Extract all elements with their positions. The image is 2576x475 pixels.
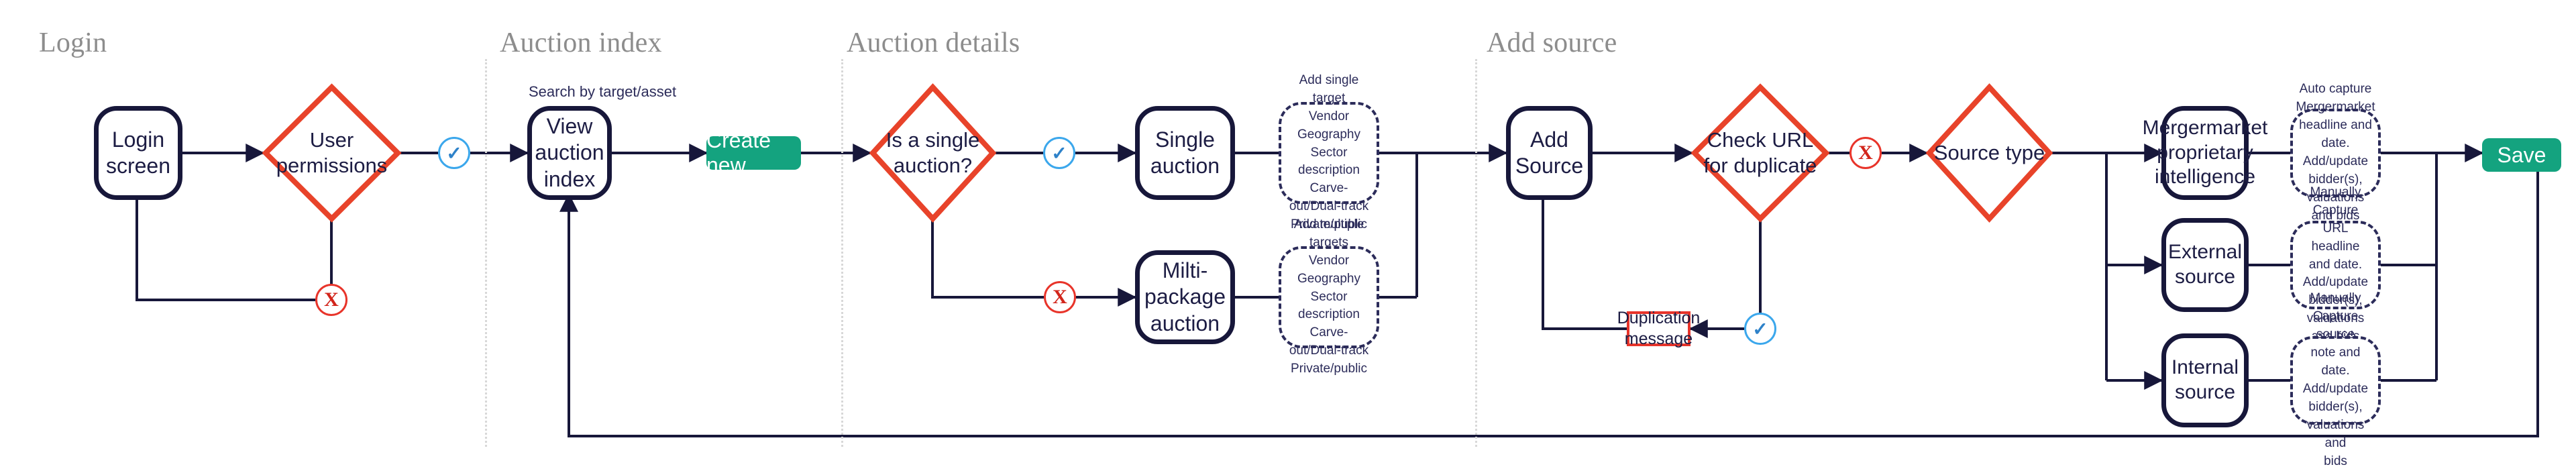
node-multi-package-auction[interactable]: Milti-package auction bbox=[1135, 250, 1235, 344]
note-mergermarket-capture: Auto capture Mergermarket headline and d… bbox=[2290, 82, 2381, 223]
badge-duplicate-yes: ✓ bbox=[1744, 313, 1776, 345]
note-multi-target-fields: Add multiple targets Vendor Geography Se… bbox=[1279, 217, 1379, 376]
lane-title-login: Login bbox=[39, 28, 107, 58]
badge-single-yes: ✓ bbox=[1043, 137, 1075, 169]
note-single-target-fields: Add single target Vendor Geography Secto… bbox=[1279, 73, 1379, 231]
decision-source-type[interactable]: Source type bbox=[1925, 83, 2053, 223]
node-add-source[interactable]: Add Source bbox=[1506, 106, 1593, 200]
badge-duplicate-no: X bbox=[1849, 137, 1882, 169]
lane-title-auction-details: Auction details bbox=[847, 28, 1020, 58]
save-button[interactable]: Save bbox=[2482, 138, 2561, 172]
node-internal-source[interactable]: Internal source bbox=[2161, 333, 2249, 427]
node-login-screen[interactable]: Login screen bbox=[94, 106, 182, 200]
decision-user-permissions[interactable]: User permissions bbox=[262, 83, 402, 223]
decision-check-url-duplicate[interactable]: Check URL for duplicate bbox=[1690, 83, 1830, 223]
badge-permissions-no: X bbox=[315, 284, 347, 316]
search-hint: Search by target/asset bbox=[529, 83, 677, 100]
alert-duplication-message: Duplication message bbox=[1617, 308, 1701, 348]
note-external-capture: Manually Capture URL headline and date. … bbox=[2290, 185, 2381, 344]
lane-divider-auction-index bbox=[485, 59, 487, 447]
lane-title-add-source: Add source bbox=[1487, 28, 1617, 58]
lane-divider-add-source bbox=[1475, 59, 1477, 447]
decision-is-single-auction[interactable]: Is a single auction? bbox=[869, 83, 997, 223]
node-single-auction[interactable]: Single auction bbox=[1135, 106, 1235, 200]
node-mergermarket-proprietary-intelligence[interactable]: Mergermarket proprietary intelligence bbox=[2143, 106, 2267, 200]
note-internal-capture: Manually Capture source note and date. A… bbox=[2290, 291, 2381, 468]
create-new-button[interactable]: Create new bbox=[706, 128, 801, 177]
node-external-source[interactable]: External source bbox=[2161, 218, 2249, 312]
lane-divider-auction-details bbox=[841, 59, 843, 447]
badge-permissions-yes: ✓ bbox=[438, 137, 470, 169]
lane-title-auction-index: Auction index bbox=[500, 28, 662, 58]
badge-single-no: X bbox=[1044, 281, 1076, 313]
node-view-auction-index[interactable]: View auction index bbox=[527, 106, 612, 200]
